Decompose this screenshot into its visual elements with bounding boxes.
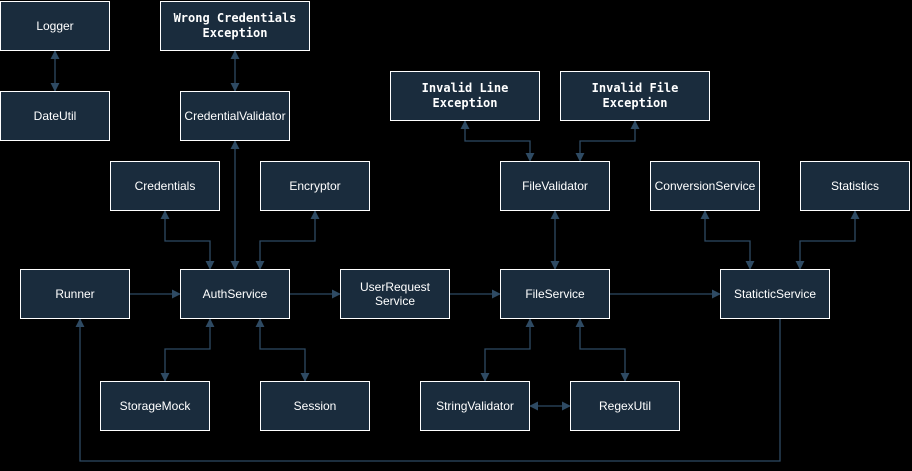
edge-statictic-runner bbox=[75, 318, 781, 462]
file-service-node[interactable]: FileService bbox=[500, 269, 610, 319]
edge-fileservice-regexutil bbox=[575, 318, 630, 382]
logger-label: Logger bbox=[36, 19, 74, 33]
invalid-line-exception-node[interactable]: Invalid Line Exception bbox=[390, 71, 540, 121]
user-request-service-label: UserRequest Service bbox=[359, 280, 431, 308]
statistics-label: Statistics bbox=[830, 179, 879, 193]
storage-mock-node[interactable]: StorageMock bbox=[100, 381, 210, 431]
string-validator-node[interactable]: StringValidator bbox=[420, 381, 530, 431]
credentials-label: Credentials bbox=[134, 179, 196, 193]
statictic-service-label: StaticticService bbox=[733, 287, 817, 301]
regex-util-label: RegexUtil bbox=[598, 399, 652, 413]
edge-statistics-statictic bbox=[795, 210, 860, 270]
file-service-label: FileService bbox=[525, 287, 585, 301]
invalid-line-exception-label: Invalid Line Exception bbox=[421, 81, 509, 110]
runner-node[interactable]: Runner bbox=[20, 269, 130, 319]
edge-authservice-session bbox=[255, 318, 310, 382]
edge-authservice-storagemock bbox=[160, 318, 215, 382]
session-node[interactable]: Session bbox=[260, 381, 370, 431]
auth-service-label: AuthService bbox=[202, 287, 268, 301]
credentials-node[interactable]: Credentials bbox=[110, 161, 220, 211]
dateutil-node[interactable]: DateUtil bbox=[0, 91, 110, 141]
storage-mock-label: StorageMock bbox=[119, 399, 191, 413]
runner-label: Runner bbox=[55, 287, 95, 301]
dateutil-label: DateUtil bbox=[33, 109, 77, 123]
user-request-service-node[interactable]: UserRequest Service bbox=[340, 269, 450, 319]
encryptor-label: Encryptor bbox=[289, 179, 341, 193]
string-validator-label: StringValidator bbox=[436, 399, 514, 413]
edge-fileservice-stringvalidator bbox=[480, 318, 535, 382]
statistics-node[interactable]: Statistics bbox=[800, 161, 910, 211]
edge-encryptor-authservice bbox=[255, 210, 320, 270]
session-label: Session bbox=[293, 399, 337, 413]
wrong-credentials-exception-node[interactable]: Wrong Credentials Exception bbox=[160, 1, 310, 51]
credential-validator-node[interactable]: CredentialValidator bbox=[180, 91, 290, 141]
auth-service-node[interactable]: AuthService bbox=[180, 269, 290, 319]
statictic-service-node[interactable]: StaticticService bbox=[720, 269, 830, 319]
wrong-credentials-exception-label: Wrong Credentials Exception bbox=[173, 11, 297, 40]
edge-invalidline-filevalidator bbox=[460, 120, 535, 162]
conversion-service-label: ConversionService bbox=[654, 179, 756, 193]
encryptor-node[interactable]: Encryptor bbox=[260, 161, 370, 211]
credential-validator-label: CredentialValidator bbox=[184, 109, 286, 123]
regex-util-node[interactable]: RegexUtil bbox=[570, 381, 680, 431]
invalid-file-exception-label: Invalid File Exception bbox=[591, 81, 679, 110]
logger-node[interactable]: Logger bbox=[0, 1, 110, 51]
file-validator-label: FileValidator bbox=[522, 179, 588, 193]
conversion-service-node[interactable]: ConversionService bbox=[650, 161, 760, 211]
edge-conversion-statictic bbox=[700, 210, 755, 270]
edge-credentials-authservice bbox=[160, 210, 215, 270]
edge-invalidfile-filevalidator bbox=[575, 120, 640, 162]
invalid-file-exception-node[interactable]: Invalid File Exception bbox=[560, 71, 710, 121]
file-validator-node[interactable]: FileValidator bbox=[500, 161, 610, 211]
